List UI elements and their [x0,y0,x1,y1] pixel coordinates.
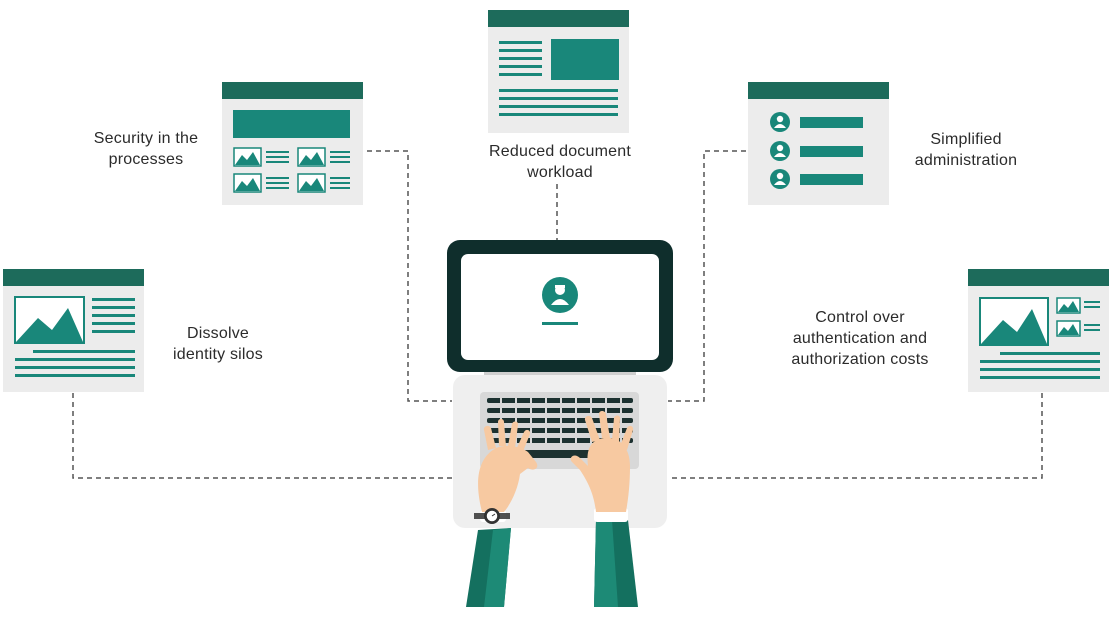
connector-administration [668,150,746,402]
image-thumb-4 [297,173,350,193]
label-line: Security in the [93,130,199,147]
label-dissolve-silos: Dissolve identity silos [150,323,286,365]
image-thumb-3 [233,173,289,193]
panel-administration [748,82,889,205]
panel-reduced-document [488,10,629,133]
user-row-3 [770,169,863,189]
label-line: Reduced document [489,143,631,160]
label-control-costs: Control over authentication and authoriz… [770,307,950,370]
panel-security [222,82,363,205]
left-arm [466,419,538,607]
label-line: administration [914,152,1018,169]
label-line: Simplified [930,131,1002,148]
label-line: processes [108,151,184,168]
user-icon [542,277,578,313]
connectors [72,150,1043,479]
panel-identity-silos [3,269,144,392]
user-row-1 [770,112,863,132]
label-line: workload [527,164,593,181]
label-line: identity silos [173,346,263,363]
login-field-line [542,322,578,325]
label-line: Dissolve [186,325,250,342]
connector-silos [72,393,452,479]
connector-security [367,150,452,402]
image-thumb-2 [297,147,350,167]
right-arm [570,411,638,607]
label-reduced-document: Reduced document workload [460,141,660,183]
label-security-processes: Security in the processes [76,128,216,170]
image-thumb-1 [233,147,289,167]
label-line: authorization costs [791,351,929,368]
label-line: authentication and [792,330,928,347]
user-row-2 [770,141,863,161]
panel-control-costs [968,269,1109,392]
connector-costs [668,393,1043,479]
label-simplified-administration: Simplified administration [896,129,1036,171]
label-line: Control over [815,309,905,326]
